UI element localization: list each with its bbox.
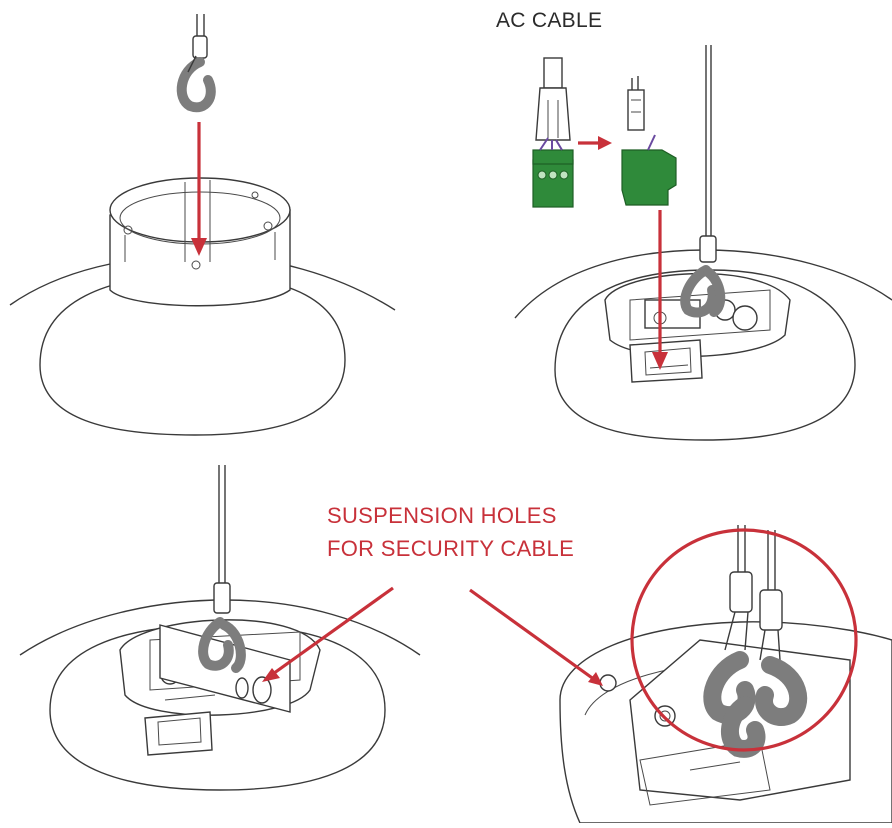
panel-attach-hook (9, 14, 396, 436)
security-cable-label: FOR SECURITY CABLE (327, 536, 575, 561)
pointer-arrow-right (469, 588, 596, 682)
ac-connector-green (532, 159, 574, 208)
pointer-arrow-left (269, 586, 394, 678)
suspension-holes-label: SUSPENSION HOLES (327, 503, 557, 528)
zoom-circle (630, 528, 858, 752)
panel-suspension-holes (19, 465, 421, 791)
ac-cable-label: AC CABLE (496, 9, 603, 32)
panel-security-cable-zoom (469, 525, 892, 824)
panel-connect-ac-cable (514, 45, 892, 441)
ac-connector-assembled (621, 149, 677, 206)
